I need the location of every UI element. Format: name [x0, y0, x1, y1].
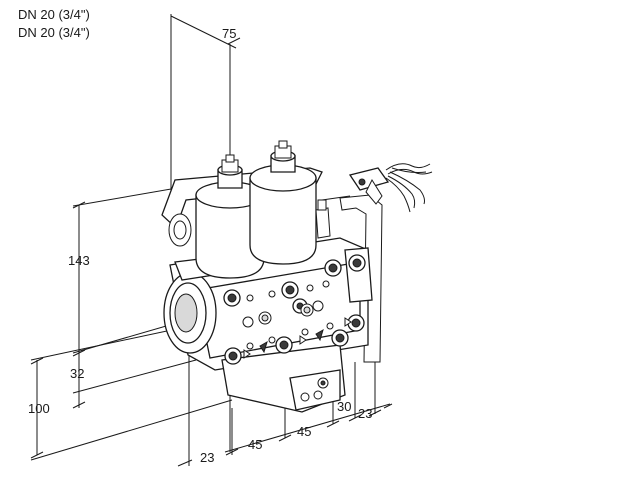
header-line-1: DN 20 (3/4")	[18, 7, 90, 22]
dim-label-30: 30	[337, 399, 351, 414]
dim-label-143: 143	[68, 253, 90, 268]
pressure-switch	[315, 195, 351, 239]
marking-icon	[259, 340, 268, 354]
dim-label-45-first: 45	[248, 437, 262, 452]
dim-label-45-second: 45	[297, 424, 311, 439]
dimension-labels: 75 143 32 100 23 45 45 30 23	[28, 26, 372, 465]
valve-body	[163, 237, 373, 413]
flow-arrow-icon	[299, 335, 307, 345]
pressure-ports	[242, 280, 352, 359]
bolt-icon	[331, 329, 349, 347]
header-line-2: DN 20 (3/4")	[18, 25, 90, 40]
solenoid-coil-right	[249, 140, 317, 265]
bolt-icon	[348, 254, 366, 272]
bolt-icon	[223, 289, 241, 307]
cable-connector	[348, 163, 433, 213]
bolt-icon	[324, 259, 342, 277]
marking-icon	[315, 328, 324, 342]
dim-label-75: 75	[222, 26, 236, 41]
dim-label-100: 100	[28, 401, 50, 416]
bolt-icon	[224, 347, 242, 365]
dim-label-23-right: 23	[358, 406, 372, 421]
dim-label-23-left: 23	[200, 450, 214, 465]
flow-arrow-icon	[344, 317, 352, 327]
bolt-icon	[281, 281, 299, 299]
flow-arrow-icon	[243, 349, 251, 359]
bolt-icon	[275, 336, 293, 354]
dim-label-32: 32	[70, 366, 84, 381]
